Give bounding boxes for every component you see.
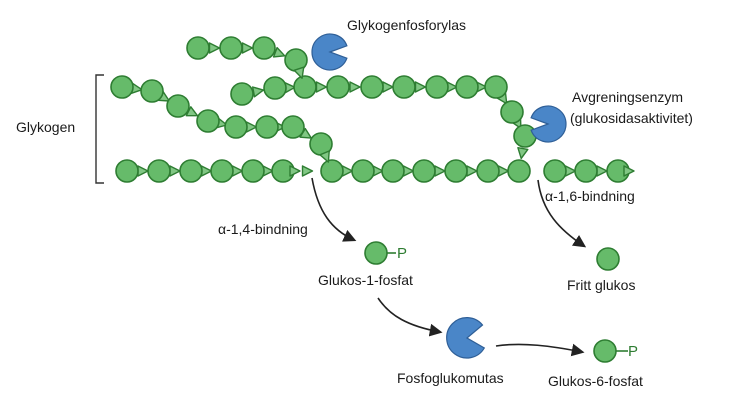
free-glucose-label: Fritt glukos <box>567 277 635 293</box>
main-upper-chain-glucose-unit <box>360 75 384 99</box>
bottom-chain-bond <box>434 165 446 177</box>
top-short-chain-bond <box>272 46 286 58</box>
arrow-to-free-glucose <box>537 179 587 248</box>
arrow-to-g1p <box>311 177 357 242</box>
glycogen-chains <box>110 36 635 183</box>
bottom-chain-glucose-unit <box>412 159 436 183</box>
main-upper-chain-glucose-unit <box>484 75 508 99</box>
upper-left-chain-glucose-unit <box>166 94 190 118</box>
bottom-chain-glucose-unit <box>381 159 405 183</box>
debranching-label-line2: (glukosidasaktivitet) <box>570 110 693 126</box>
main-upper-chain-glucose-unit <box>230 82 254 106</box>
upper-left-chain-glucose-unit <box>110 75 134 99</box>
bottom-chain-bond <box>231 165 244 177</box>
released-branch-glucose-unit <box>574 159 598 183</box>
bottom-chain-bond <box>169 165 181 177</box>
main-upper-chain-glucose-unit <box>513 124 537 148</box>
arrow-to-g6p <box>495 343 585 357</box>
alpha-1-6-label: α-1,6-bindning <box>545 188 635 204</box>
upper-left-chain-glucose-unit <box>140 79 164 103</box>
upper-left-chain-glucose-unit <box>281 115 305 139</box>
g1p-label: Glukos-1-fosfat <box>318 272 413 288</box>
main-upper-chain-glucose-unit <box>500 100 524 124</box>
top-branch-bond <box>293 66 305 79</box>
bottom-chain-bond <box>466 165 478 177</box>
main-upper-chain-glucose-unit <box>263 76 287 100</box>
bottom-chain-bond <box>200 165 213 177</box>
bottom-chain-glucose-unit <box>476 159 500 183</box>
debranching-label-line1: Avgreningsenzym <box>572 89 683 105</box>
upper-left-chain-glucose-unit <box>255 115 279 139</box>
top-short-chain-glucose-unit <box>219 36 243 60</box>
main-upper-chain-bond <box>349 81 361 93</box>
phosphoglucomutase-icon <box>446 316 486 359</box>
main-upper-chain-glucose-unit <box>293 75 317 99</box>
glucose-1-phosphate-molecule <box>364 241 388 265</box>
main-upper-chain-glucose-unit <box>326 75 350 99</box>
bottom-chain-bond <box>137 165 149 177</box>
upper-left-chain-bond <box>245 121 258 133</box>
main-upper-chain-bond <box>315 81 328 93</box>
top-short-chain-glucose-unit <box>186 36 210 60</box>
bottom-chain-glucose-unit <box>210 159 234 183</box>
upper-left-chain-glucose-unit <box>224 115 248 139</box>
released-branch-bond <box>596 165 608 177</box>
bottom-chain-glucose-unit <box>507 159 531 183</box>
bottom-chain-glucose-unit <box>351 159 375 183</box>
bottom-chain-glucose-unit <box>320 159 344 183</box>
main-upper-chain-bond <box>382 81 394 93</box>
bottom-chain-glucose-unit <box>179 159 203 183</box>
mutase-label: Fosfoglukomutas <box>397 370 504 386</box>
bottom-chain-bond <box>497 165 510 177</box>
top-short-chain-bond <box>208 42 221 54</box>
alpha-1-4-label: α-1,4-bindning <box>218 221 308 237</box>
bottom-chain-bond <box>341 165 354 177</box>
main-upper-chain-glucose-unit <box>455 75 479 99</box>
main-upper-chain-bond <box>251 86 265 98</box>
debranching-enzyme-icon <box>530 105 567 143</box>
bottom-chain-glucose-unit <box>444 159 468 183</box>
arrow-to-mutase <box>377 297 443 337</box>
bottom-chain-bond <box>301 165 314 177</box>
cleavage-site-bond <box>289 165 301 177</box>
upper-left-chain-glucose-unit <box>196 109 220 133</box>
phosphorylase-label: Glykogenfosforylas <box>347 17 466 33</box>
g6p-phosphate-label: P <box>628 343 638 360</box>
main-upper-chain-glucose-unit <box>425 75 449 99</box>
bottom-chain-glucose-unit <box>241 159 265 183</box>
g1p-phosphate-label: P <box>397 245 407 262</box>
glycogen-bracket <box>95 74 104 184</box>
glycogen-label: Glykogen <box>16 119 75 135</box>
bottom-chain-glucose-unit <box>115 159 139 183</box>
bottom-chain-bond <box>402 165 415 177</box>
free-glucose-molecule <box>596 247 620 271</box>
released-branch-glucose-unit <box>543 159 567 183</box>
main-upper-chain-bond <box>414 81 427 93</box>
branch-point-bond <box>319 150 330 163</box>
glycogen-phosphorylase-icon <box>311 33 348 71</box>
g6p-label: Glukos-6-fosfat <box>548 373 643 389</box>
chain-end-bond <box>623 165 635 177</box>
debranch-point-bond <box>517 146 529 160</box>
bottom-chain-glucose-unit <box>147 159 171 183</box>
top-short-chain-glucose-unit <box>252 36 276 60</box>
released-branch-bond <box>564 165 577 177</box>
main-upper-chain-glucose-unit <box>392 75 416 99</box>
top-short-chain-bond <box>241 42 254 54</box>
glucose-6-phosphate-molecule <box>593 339 617 363</box>
